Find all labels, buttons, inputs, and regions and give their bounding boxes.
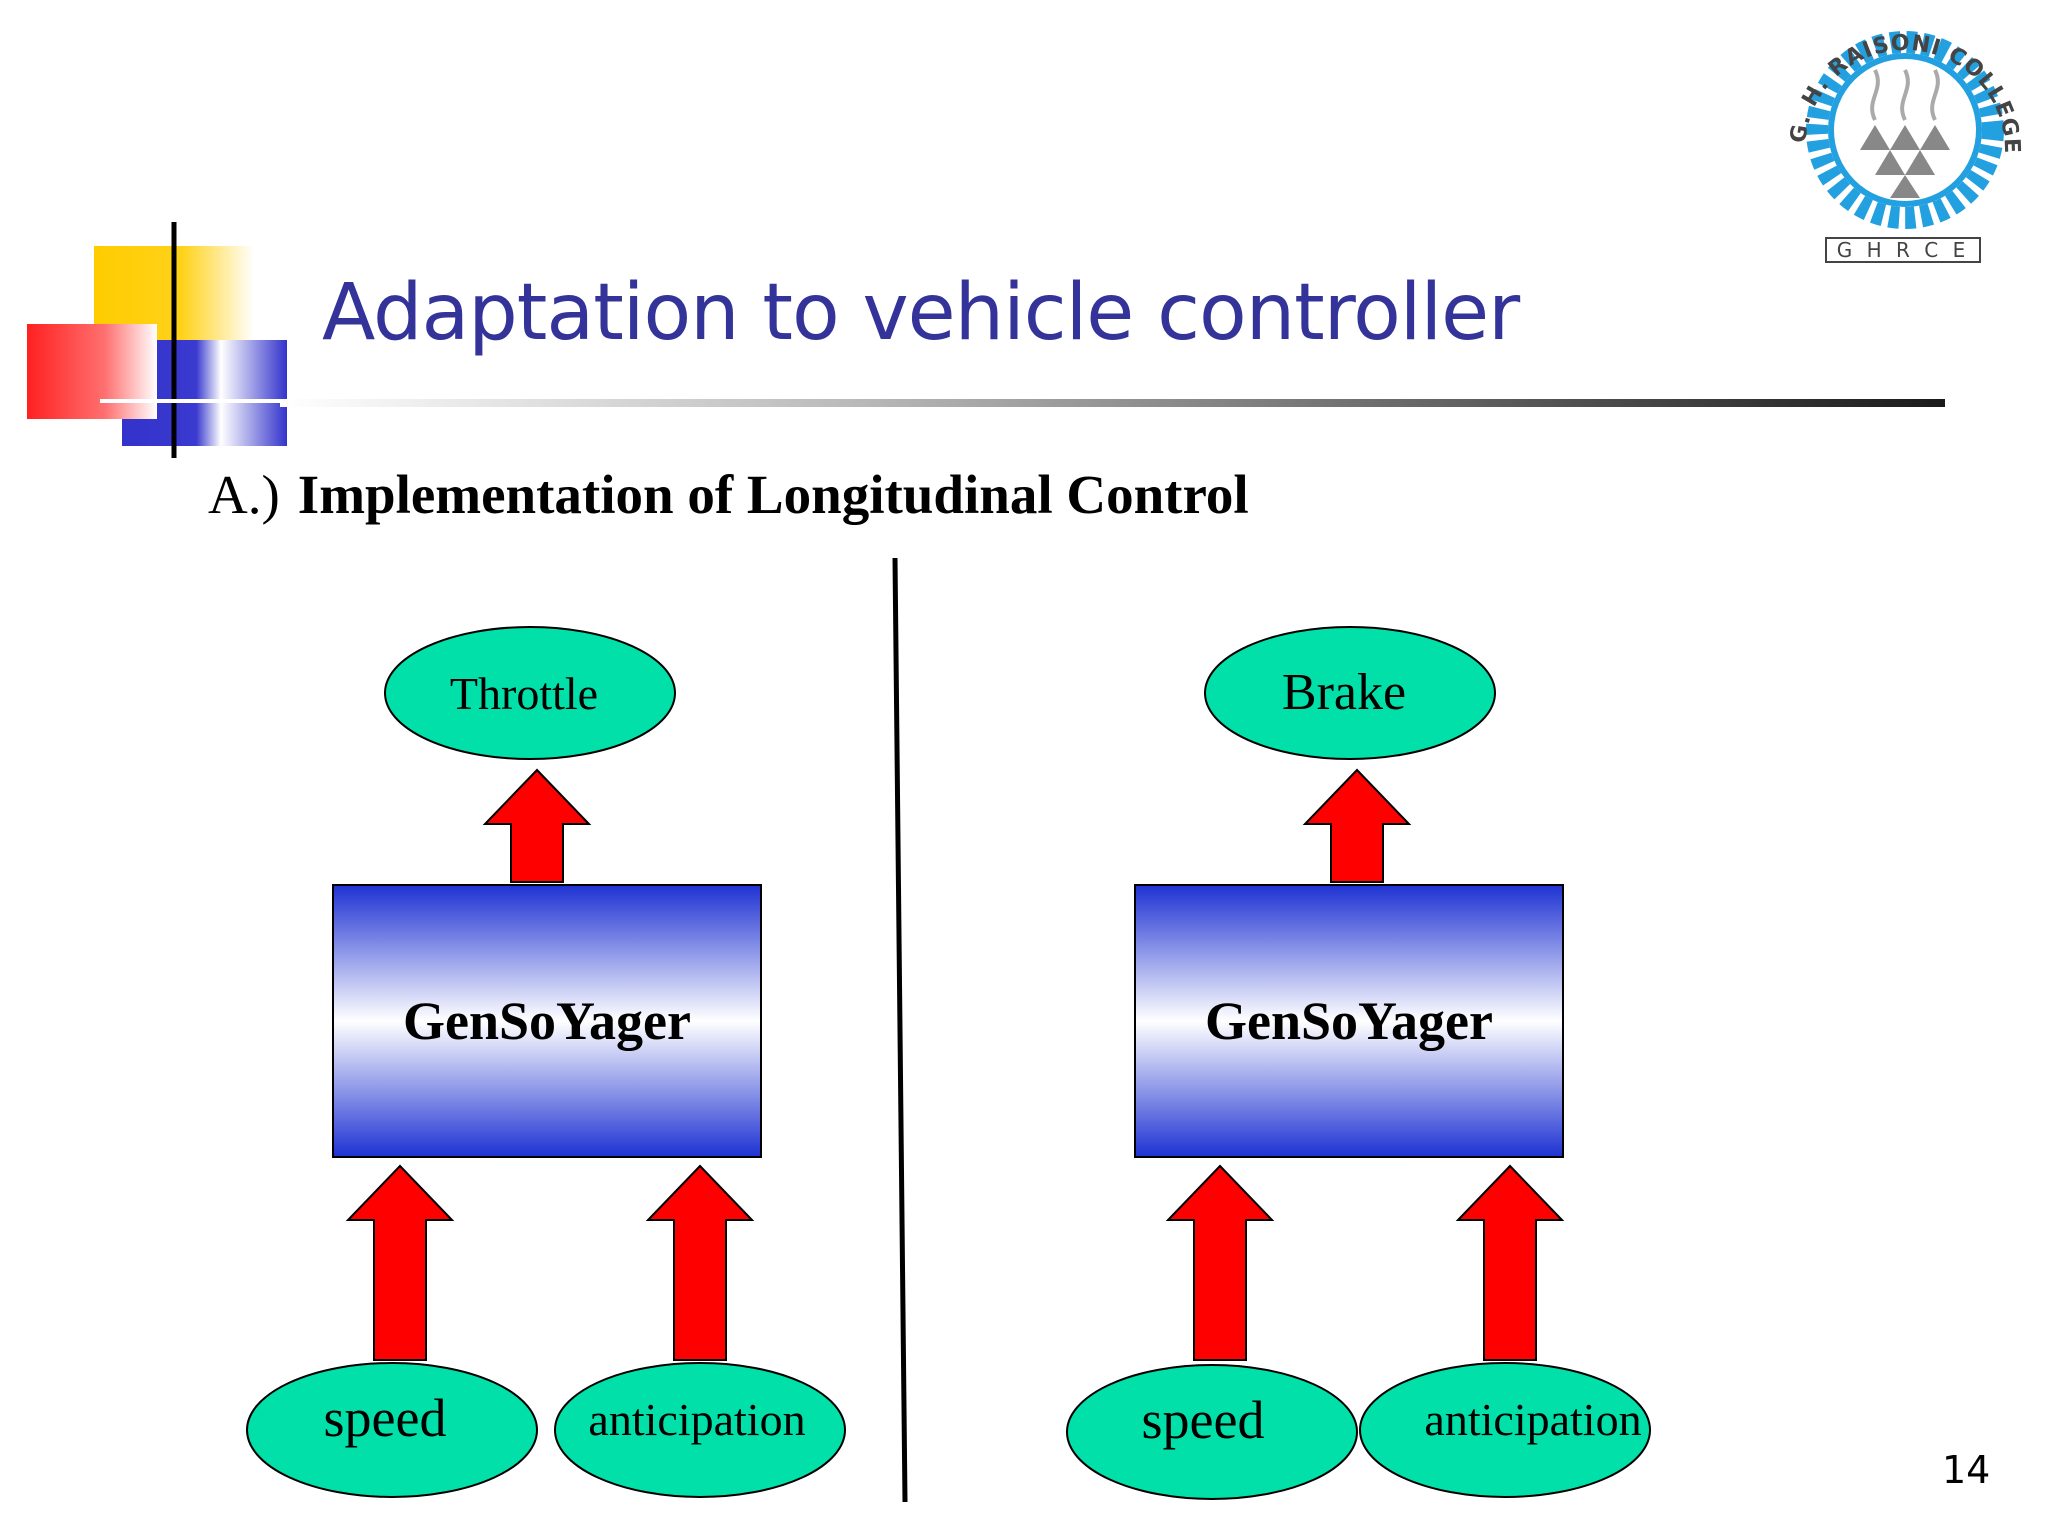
title-underline <box>280 399 1945 407</box>
input-label-anticipation: anticipation <box>1424 1394 1641 1445</box>
center-divider <box>892 557 908 1503</box>
input-arrow-speed <box>1165 1164 1275 1361</box>
section-prefix: A.) <box>208 464 280 525</box>
section-title: Implementation of Longitudinal Control <box>297 464 1249 525</box>
input-ellipse-speed <box>246 1362 538 1498</box>
diagram-brake: GenSoYager Brake speed anticipation <box>1066 626 1651 1500</box>
input-ellipse-anticipation <box>554 1362 846 1498</box>
page-number: 14 <box>1942 1448 1991 1492</box>
output-ellipse <box>1204 626 1496 760</box>
output-label: Brake <box>1282 664 1406 721</box>
output-arrow <box>1302 768 1412 883</box>
controller-label: GenSoYager <box>403 991 691 1051</box>
logo-abbreviation: G H R C E <box>1837 238 1969 262</box>
slide-title: Adaptation to vehicle controller <box>322 268 1520 358</box>
controller-box <box>332 884 762 1158</box>
section-heading: A.) Implementation of Longitudinal Contro… <box>208 463 1249 526</box>
input-arrow-anticipation <box>645 1164 755 1361</box>
output-label: Throttle <box>450 668 598 719</box>
input-label-anticipation: anticipation <box>588 1394 805 1445</box>
controller-label: GenSoYager <box>1205 991 1493 1051</box>
decorative-squares <box>27 222 300 458</box>
output-arrow <box>482 768 592 883</box>
input-label-speed: speed <box>324 1388 447 1448</box>
input-arrow-speed <box>345 1164 455 1361</box>
input-arrow-anticipation <box>1455 1164 1565 1361</box>
input-ellipse-anticipation <box>1359 1362 1651 1498</box>
output-ellipse <box>384 626 676 760</box>
input-ellipse-speed <box>1066 1364 1358 1500</box>
diagram-throttle: GenSoYager Throttle speed anticipation <box>246 626 846 1498</box>
college-logo: G. H. RAISONI COLLEGE OF ENGINEERING G H… <box>1770 0 2023 263</box>
controller-box <box>1134 884 1564 1158</box>
input-label-speed: speed <box>1142 1390 1265 1450</box>
